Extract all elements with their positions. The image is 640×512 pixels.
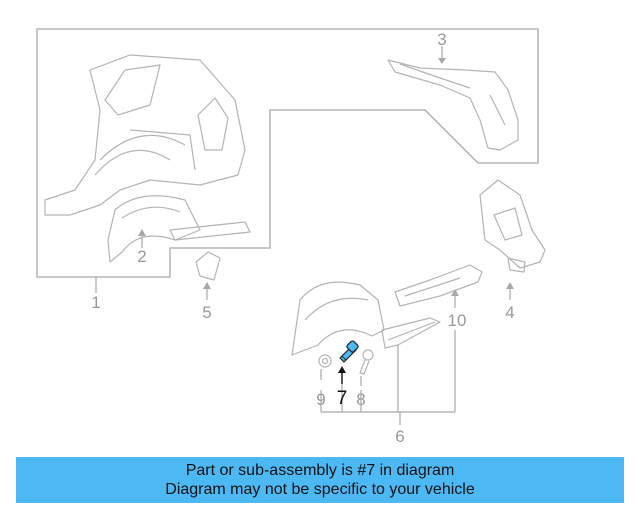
clip-part-8 [359, 349, 374, 375]
wheelhouse-assembly-part [291, 281, 441, 356]
wheelhouse-part [107, 195, 201, 263]
callout-1: 1 [91, 293, 100, 312]
bracket-part [195, 251, 221, 281]
banner-line-2: Diagram may not be specific to your vehi… [165, 481, 475, 498]
callout-8: 8 [356, 390, 365, 409]
callout-7[interactable]: 7 [337, 388, 348, 409]
inner-panel-part [394, 264, 483, 307]
callout-3: 3 [437, 30, 446, 49]
callout-4: 4 [505, 303, 514, 322]
leader-lines [95, 46, 514, 425]
assembly-frame [36, 28, 539, 278]
pillar-part [479, 179, 546, 273]
callout-9: 9 [316, 390, 325, 409]
bolt-part-7[interactable] [339, 340, 359, 363]
info-banner: Part or sub-assembly is #7 in diagram Di… [16, 457, 624, 503]
callout-6: 6 [395, 427, 404, 446]
clip-part-9 [318, 354, 332, 368]
banner-line-1: Part or sub-assembly is #7 in diagram [185, 462, 455, 479]
rail-part [387, 59, 519, 151]
callout-2: 2 [137, 247, 146, 266]
callout-5: 5 [202, 303, 211, 322]
quarter-panel-part [44, 54, 251, 241]
callout-10: 10 [448, 311, 467, 330]
